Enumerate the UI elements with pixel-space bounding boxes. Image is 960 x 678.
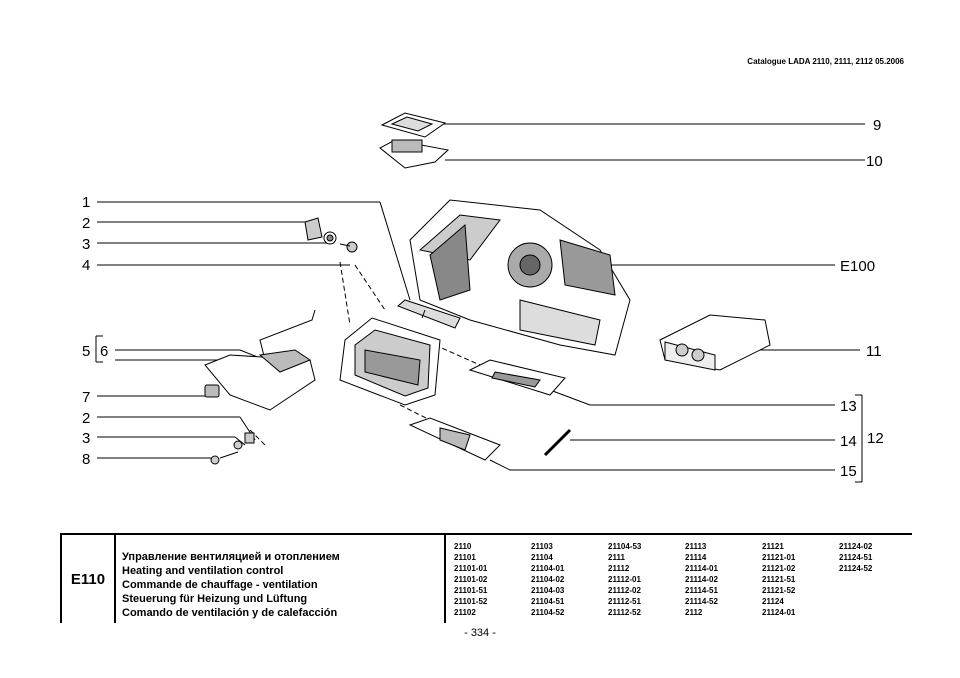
- model-code: 21114-52: [685, 597, 718, 606]
- models-column: 21124-02 21124-51 21124-52: [839, 541, 916, 618]
- model-code: 21101-01: [454, 564, 488, 573]
- model-code: 21101-52: [454, 597, 488, 606]
- section-titles: Управление вентиляцией и отоплением Heat…: [122, 550, 340, 620]
- model-code: 21114-02: [685, 575, 718, 584]
- section-code: E110: [62, 535, 116, 623]
- model-code: 21124: [762, 597, 784, 606]
- model-code: 21121: [762, 542, 784, 551]
- callout-11: 11: [866, 343, 882, 360]
- footer-table: E110 Управление вентиляцией и отоплением…: [60, 533, 912, 623]
- model-code: 21124-51: [839, 553, 873, 562]
- callout-5: 5: [82, 343, 90, 360]
- model-code: 21124-52: [839, 564, 873, 573]
- callout-15: 15: [840, 463, 857, 480]
- models-divider: [444, 535, 446, 623]
- model-code: 21124-02: [839, 542, 873, 551]
- model-code: 21121-52: [762, 586, 796, 595]
- callout-e100: E100: [840, 258, 875, 275]
- model-code: 21104: [531, 553, 553, 562]
- model-code: 21121-02: [762, 564, 796, 573]
- model-code: 21101-51: [454, 586, 488, 595]
- catalogue-header: Catalogue LADA 2110, 2111, 2112 05.2006: [747, 57, 904, 66]
- callout-13: 13: [840, 398, 857, 415]
- model-code: 21121-01: [762, 553, 796, 562]
- model-code: 21112-52: [608, 608, 641, 617]
- model-code: 21112: [608, 564, 630, 573]
- callout-2-lower: 2: [82, 410, 90, 427]
- model-code: 21112-51: [608, 597, 641, 606]
- callout-4: 4: [82, 257, 90, 274]
- models-column: 21103 21104 21104-01 21104-02 21104-03 2…: [531, 541, 608, 618]
- callout-6: 6: [100, 343, 108, 360]
- models-column: 21113 21114 21114-01 21114-02 21114-51 2…: [685, 541, 762, 618]
- title-de: Steuerung für Heizung und Lüftung: [122, 593, 308, 605]
- model-code: 21104-03: [531, 586, 565, 595]
- model-code: 21114-01: [685, 564, 718, 573]
- model-code: 21104-02: [531, 575, 565, 584]
- model-code: 2111: [608, 553, 625, 562]
- models-column: 21121 21121-01 21121-02 21121-51 21121-5…: [762, 541, 839, 618]
- models-grid: 2110 21101 21101-01 21101-02 21101-51 21…: [454, 541, 914, 618]
- title-es: Comando de ventilación y de calefacción: [122, 607, 338, 619]
- model-code: 21102: [454, 608, 476, 617]
- callout-14: 14: [840, 433, 857, 450]
- model-code: 21114: [685, 553, 707, 562]
- callout-8: 8: [82, 451, 90, 468]
- title-fr: Commande de chauffage - ventilation: [122, 579, 318, 591]
- parts-diagram: 1 2 3 4 5 6 7 2 3 8 9 10 E100 11 13 14 1…: [82, 112, 884, 483]
- model-code: 21104-53: [608, 542, 642, 551]
- model-code: 21104-52: [531, 608, 565, 617]
- callout-12: 12: [867, 430, 884, 447]
- model-code: 21121-51: [762, 575, 796, 584]
- model-code: 21101-02: [454, 575, 488, 584]
- callout-3-lower: 3: [82, 430, 90, 447]
- callout-9: 9: [873, 117, 881, 134]
- model-code: 21104-51: [531, 597, 565, 606]
- model-code: 21124-01: [762, 608, 796, 617]
- model-code: 21114-51: [685, 586, 718, 595]
- callout-7: 7: [82, 389, 90, 406]
- callout-10: 10: [866, 153, 883, 170]
- model-code: 21112-01: [608, 575, 641, 584]
- model-code: 21112-02: [608, 586, 641, 595]
- title-ru: Управление вентиляцией и отоплением: [122, 551, 340, 563]
- model-code: 2110: [454, 542, 472, 551]
- model-code: 2112: [685, 608, 703, 617]
- model-code: 21101: [454, 553, 476, 562]
- models-column: 21104-53 2111 21112 21112-01 21112-02 21…: [608, 541, 685, 618]
- models-column: 2110 21101 21101-01 21101-02 21101-51 21…: [454, 541, 531, 618]
- model-code: 21104-01: [531, 564, 565, 573]
- callout-3: 3: [82, 236, 90, 253]
- title-en: Heating and ventilation control: [122, 565, 284, 577]
- callout-2: 2: [82, 215, 90, 232]
- model-code: 21103: [531, 542, 553, 551]
- callout-1: 1: [82, 194, 90, 211]
- page-number: - 334 -: [464, 627, 496, 639]
- model-code: 21113: [685, 542, 707, 551]
